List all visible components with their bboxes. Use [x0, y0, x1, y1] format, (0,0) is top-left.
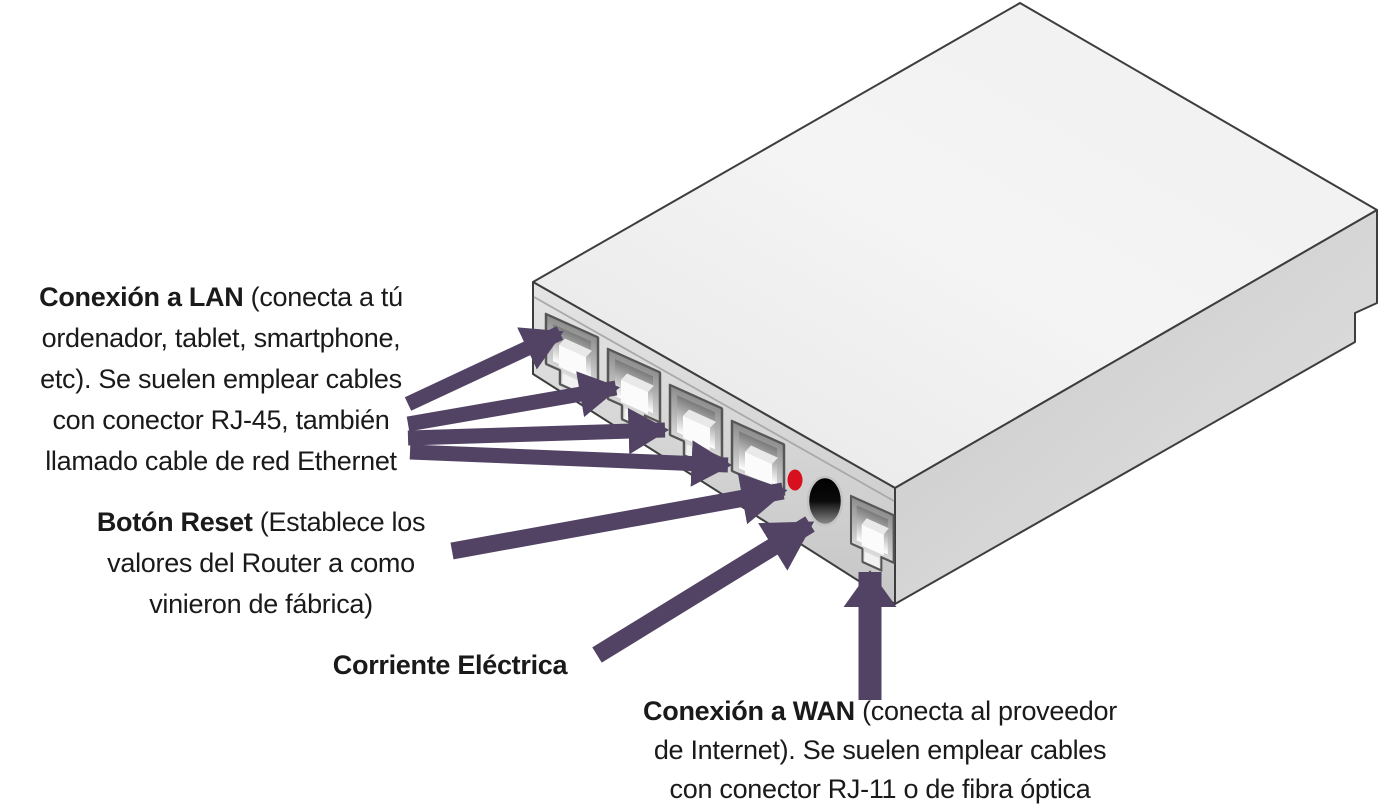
wan-annotation-title: Conexión a WAN	[643, 696, 855, 726]
reset-annotation-line-1: Botón Reset (Establece los	[96, 507, 426, 537]
lan-annotation-line-3: etc). Se suelen emplear cables	[40, 364, 402, 394]
arrow-power-connector	[592, 516, 815, 663]
arrow-lan-port-2	[406, 371, 620, 432]
power-annotation: Corriente Eléctrica	[300, 646, 600, 684]
lan-annotation: Conexión a LAN (conecta a tú ordenador, …	[0, 277, 444, 482]
arrow-lan-port-4	[409, 440, 733, 487]
wan-annotation: Conexión a WAN (conecta al proveedor de …	[619, 692, 1141, 809]
lan-annotation-line-2: ordenador, tablet, smartphone,	[41, 323, 401, 353]
arrow-lan-port-3	[407, 407, 670, 455]
lan-annotation-line-1: Conexión a LAN (conecta a tú	[39, 282, 403, 312]
wan-annotation-line-1: Conexión a WAN (conecta al proveedor	[643, 696, 1117, 726]
reset-annotation: Botón Reset (Establece los valores del R…	[70, 502, 452, 625]
arrow-reset-button	[450, 472, 788, 560]
lan-annotation-line-4: con conector RJ-45, también	[52, 405, 390, 435]
wan-annotation-line-2: de Internet). Se suelen emplear cables	[653, 735, 1107, 765]
reset-annotation-line-3: vinieron de fábrica)	[149, 589, 373, 619]
reset-annotation-line-2: valores del Router a como	[107, 548, 415, 578]
power-connector	[806, 475, 844, 527]
lan-annotation-line-5: llamado cable de red Ethernet	[45, 446, 397, 476]
lan-annotation-title: Conexión a LAN	[39, 282, 244, 312]
reset-annotation-title: Botón Reset	[96, 507, 253, 537]
power-annotation-title: Corriente Eléctrica	[332, 650, 568, 680]
front-face-rim	[533, 296, 895, 502]
reset-button	[787, 469, 803, 491]
arrow-lan-port-1	[404, 326, 564, 411]
wan-annotation-line-3: con conector RJ-11 o de fibra óptica	[669, 774, 1091, 804]
